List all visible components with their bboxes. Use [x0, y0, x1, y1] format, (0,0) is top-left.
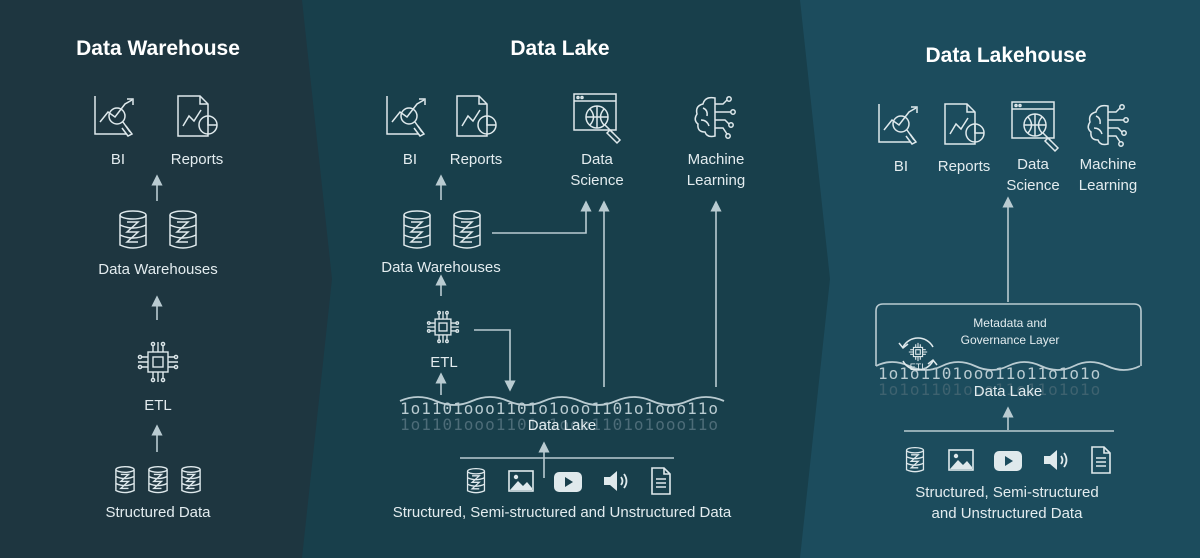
etl-chip-icon [424, 308, 462, 346]
lakehouse-machine-learning-label: Machine Learning [1078, 156, 1138, 194]
audio-speaker-icon [602, 468, 632, 494]
lakehouse-bi-label: BI [893, 158, 909, 175]
database-icon [147, 466, 169, 494]
warehouse-title: Data Warehouse [76, 37, 240, 60]
warehouse-source-label: Structured Data [105, 504, 211, 521]
lake-etl-label: ETL [430, 354, 458, 371]
lake-title: Data Lake [510, 37, 610, 60]
lakehouse-etl-label: ETL [909, 362, 927, 372]
machine-learning-brain-icon [1086, 102, 1134, 150]
lake-arrow-warehouse-to-science [492, 200, 592, 234]
machine-learning-brain-icon [693, 94, 741, 142]
report-icon [941, 102, 989, 148]
etl-chip-icon [907, 341, 929, 363]
bi-dashboard-icon [876, 102, 926, 148]
video-play-icon [554, 472, 582, 492]
video-play-icon [994, 451, 1022, 471]
lakehouse-title: Data Lakehouse [925, 44, 1087, 67]
lakehouse-binary-stream-reflection: 1o1o1101ooo11o11o1o1o [878, 380, 1102, 399]
image-icon [508, 470, 534, 492]
database-icon [168, 210, 198, 250]
lakehouse-binary-stream: 1o1o1101ooo11o11o1o1o [878, 364, 1102, 383]
database-icon [402, 210, 432, 250]
lake-binary-stream-reflection: 1o1101ooo1101o1ooo1101o1ooo11o [400, 415, 719, 434]
lake-binary-stream: 1o1101ooo1101o1ooo1101o1ooo11o [400, 399, 719, 418]
lake-data-lake-label: Data Lake [527, 417, 597, 434]
etl-chip-icon [134, 338, 182, 386]
metadata-governance-frame [875, 303, 1142, 366]
database-icon [905, 447, 925, 473]
bi-dashboard-icon [384, 94, 434, 140]
lake-arrow-etl-to-lake [474, 329, 516, 392]
warehouse-storage-label: Data Warehouses [98, 261, 218, 278]
lakehouse-reports-label: Reports [937, 158, 991, 175]
data-science-icon [1010, 100, 1064, 156]
bi-dashboard-icon [92, 94, 142, 140]
report-icon [174, 94, 222, 140]
lakehouse-data-science-label: Data Science [1006, 156, 1060, 194]
warehouse-bi-label: BI [110, 151, 126, 168]
lake-wave [399, 396, 725, 406]
report-icon [453, 94, 501, 140]
lakehouse-data-lake-label: Data Lake [973, 383, 1043, 400]
metadata-governance-label: Metadata and Governance Layer [960, 316, 1060, 347]
data-science-icon [572, 92, 626, 148]
panel-warehouse [0, 0, 332, 558]
lakehouse-source-label: Structured, Semi-structured and Unstruct… [915, 484, 1099, 522]
database-icon [114, 466, 136, 494]
lake-machine-learning-label: Machine Learning [686, 151, 746, 189]
database-icon [118, 210, 148, 250]
cycle-arrows-icon [897, 333, 939, 375]
warehouse-etl-label: ETL [144, 397, 172, 414]
image-icon [948, 449, 974, 471]
document-icon [1090, 446, 1112, 474]
audio-speaker-icon [1042, 447, 1072, 473]
lake-source-label: Structured, Semi-structured and Unstruct… [392, 504, 732, 521]
database-icon [180, 466, 202, 494]
document-icon [650, 467, 672, 495]
lake-reports-label: Reports [449, 151, 503, 168]
warehouse-reports-label: Reports [170, 151, 224, 168]
lake-storage-label: Data Warehouses [381, 259, 501, 276]
lake-data-science-label: Data Science [570, 151, 624, 189]
database-icon [452, 210, 482, 250]
lake-bi-label: BI [402, 151, 418, 168]
database-icon [466, 468, 486, 494]
